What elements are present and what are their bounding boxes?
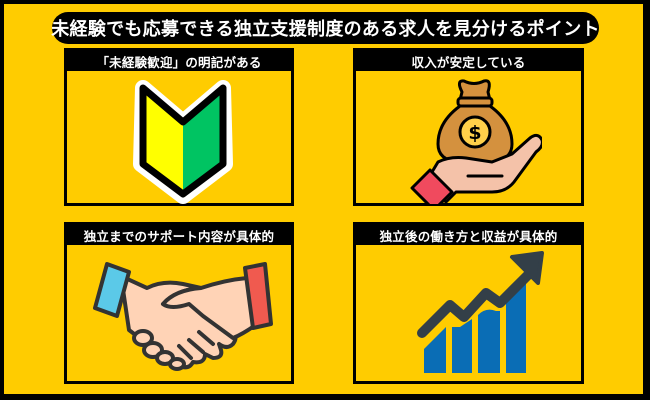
panel-support-details: 独立までのサポート内容が具体的 [64, 222, 294, 384]
infographic-title: 未経験でも応募できる独立支援制度のある求人を見分けるポイント [51, 12, 600, 44]
panel-unexperienced-welcome: 「未経験歓迎」の明記がある [64, 48, 294, 206]
handshake-icon [93, 262, 273, 371]
panel-header: 収入が安定している [356, 51, 581, 71]
panel-header: 「未経験歓迎」の明記がある [67, 51, 291, 71]
growth-chart-icon [417, 251, 544, 373]
panel-header: 独立後の働き方と収益が具体的 [356, 225, 581, 245]
svg-text:$: $ [468, 122, 481, 144]
beginner-mark-icon [133, 80, 233, 204]
panel-header: 独立までのサポート内容が具体的 [67, 225, 291, 245]
money-bag-hand-icon: $ [410, 79, 542, 204]
panel-stable-income: 収入が安定している $ [353, 48, 584, 206]
panel-income-details: 独立後の働き方と収益が具体的 [353, 222, 584, 384]
